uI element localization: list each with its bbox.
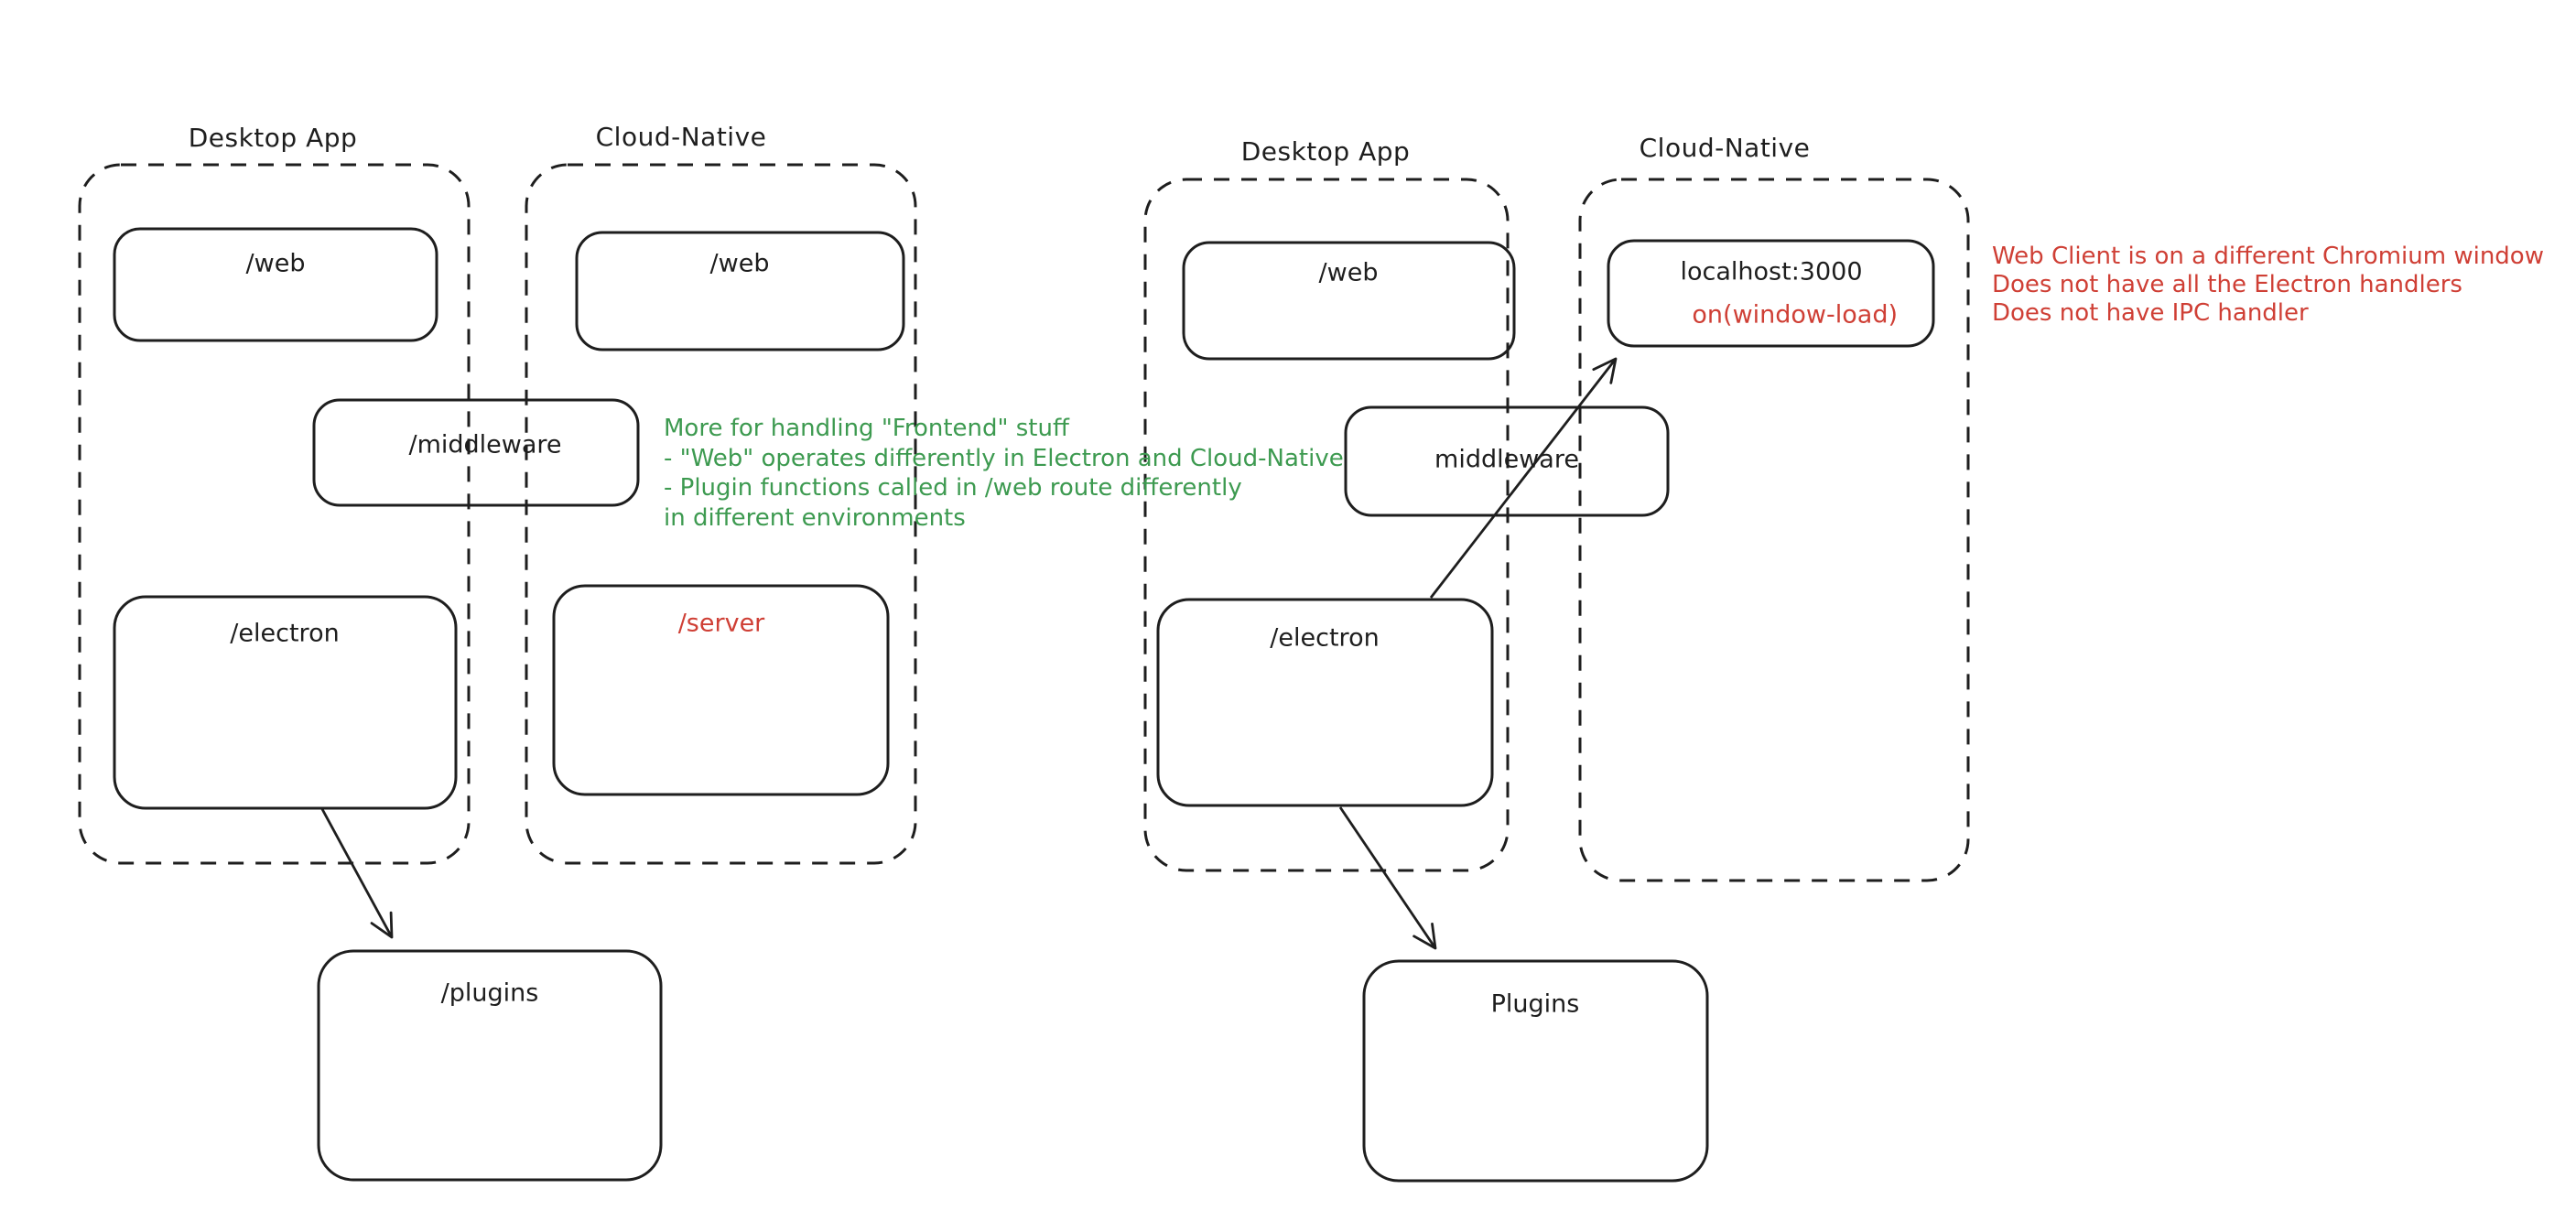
label-left-electron: /electron [230,619,340,648]
box-left-plugins[interactable] [317,949,663,1182]
box-right-plugins[interactable] [1362,959,1709,1183]
box-left-server[interactable] [552,584,890,796]
label-right-web: /web [1318,258,1379,287]
label-left-server: /server [677,609,765,638]
group-left-desktop-app[interactable] [78,163,471,865]
green-note-middleware[interactable]: More for handling "Frontend" stuff - "We… [664,414,1344,533]
box-right-middleware[interactable] [1344,405,1670,517]
label-left-web-desktop: /web [245,249,306,278]
box-right-electron[interactable] [1156,598,1494,807]
label-right-cloud-native[interactable]: Cloud-Native [1639,133,1811,163]
box-right-localhost[interactable] [1607,239,1935,348]
label-left-cloud-native[interactable]: Cloud-Native [595,122,767,152]
label-right-desktop-app[interactable]: Desktop App [1240,136,1411,167]
green-note-line-1: More for handling "Frontend" stuff [664,415,1069,442]
green-note-line-4: in different environments [664,503,966,532]
group-left-cloud-native[interactable] [525,163,917,865]
label-left-middleware: /middleware [408,430,562,459]
red-note-web-client[interactable]: Web Client is on a different Chromium wi… [1992,243,2544,328]
label-right-plugins: Plugins [1490,989,1580,1019]
arrow-left-electron-to-plugins[interactable] [320,808,394,939]
label-right-localhost: localhost:3000 [1680,257,1863,286]
label-left-plugins: /plugins [440,978,539,1008]
box-left-web-desktop[interactable] [113,227,438,342]
box-left-electron[interactable] [113,595,458,810]
green-note-line-3: - Plugin functions called in /web route … [664,474,1242,502]
red-note-line-3: Does not have IPC handler [1992,299,2309,327]
group-right-cloud-native[interactable] [1578,178,1970,882]
group-right-desktop-app[interactable] [1143,178,1510,872]
label-right-on-window-load: on(window-load) [1692,300,1898,330]
red-note-line-2: Does not have all the Electron handlers [1992,271,2462,298]
box-left-web-cloud[interactable] [575,231,905,351]
label-right-middleware: middleware [1434,445,1579,474]
label-right-electron: /electron [1270,623,1380,653]
label-left-web-cloud: /web [709,249,770,278]
red-note-line-1: Web Client is on a different Chromium wi… [1992,243,2544,270]
arrow-right-electron-to-plugins[interactable] [1338,806,1437,950]
green-note-line-2: - "Web" operates differently in Electron… [664,444,1344,472]
arrow-right-electron-to-localhost[interactable] [1429,357,1618,599]
label-left-desktop-app[interactable]: Desktop App [188,123,358,153]
box-left-middleware[interactable] [312,398,640,507]
box-right-web[interactable] [1182,241,1516,361]
